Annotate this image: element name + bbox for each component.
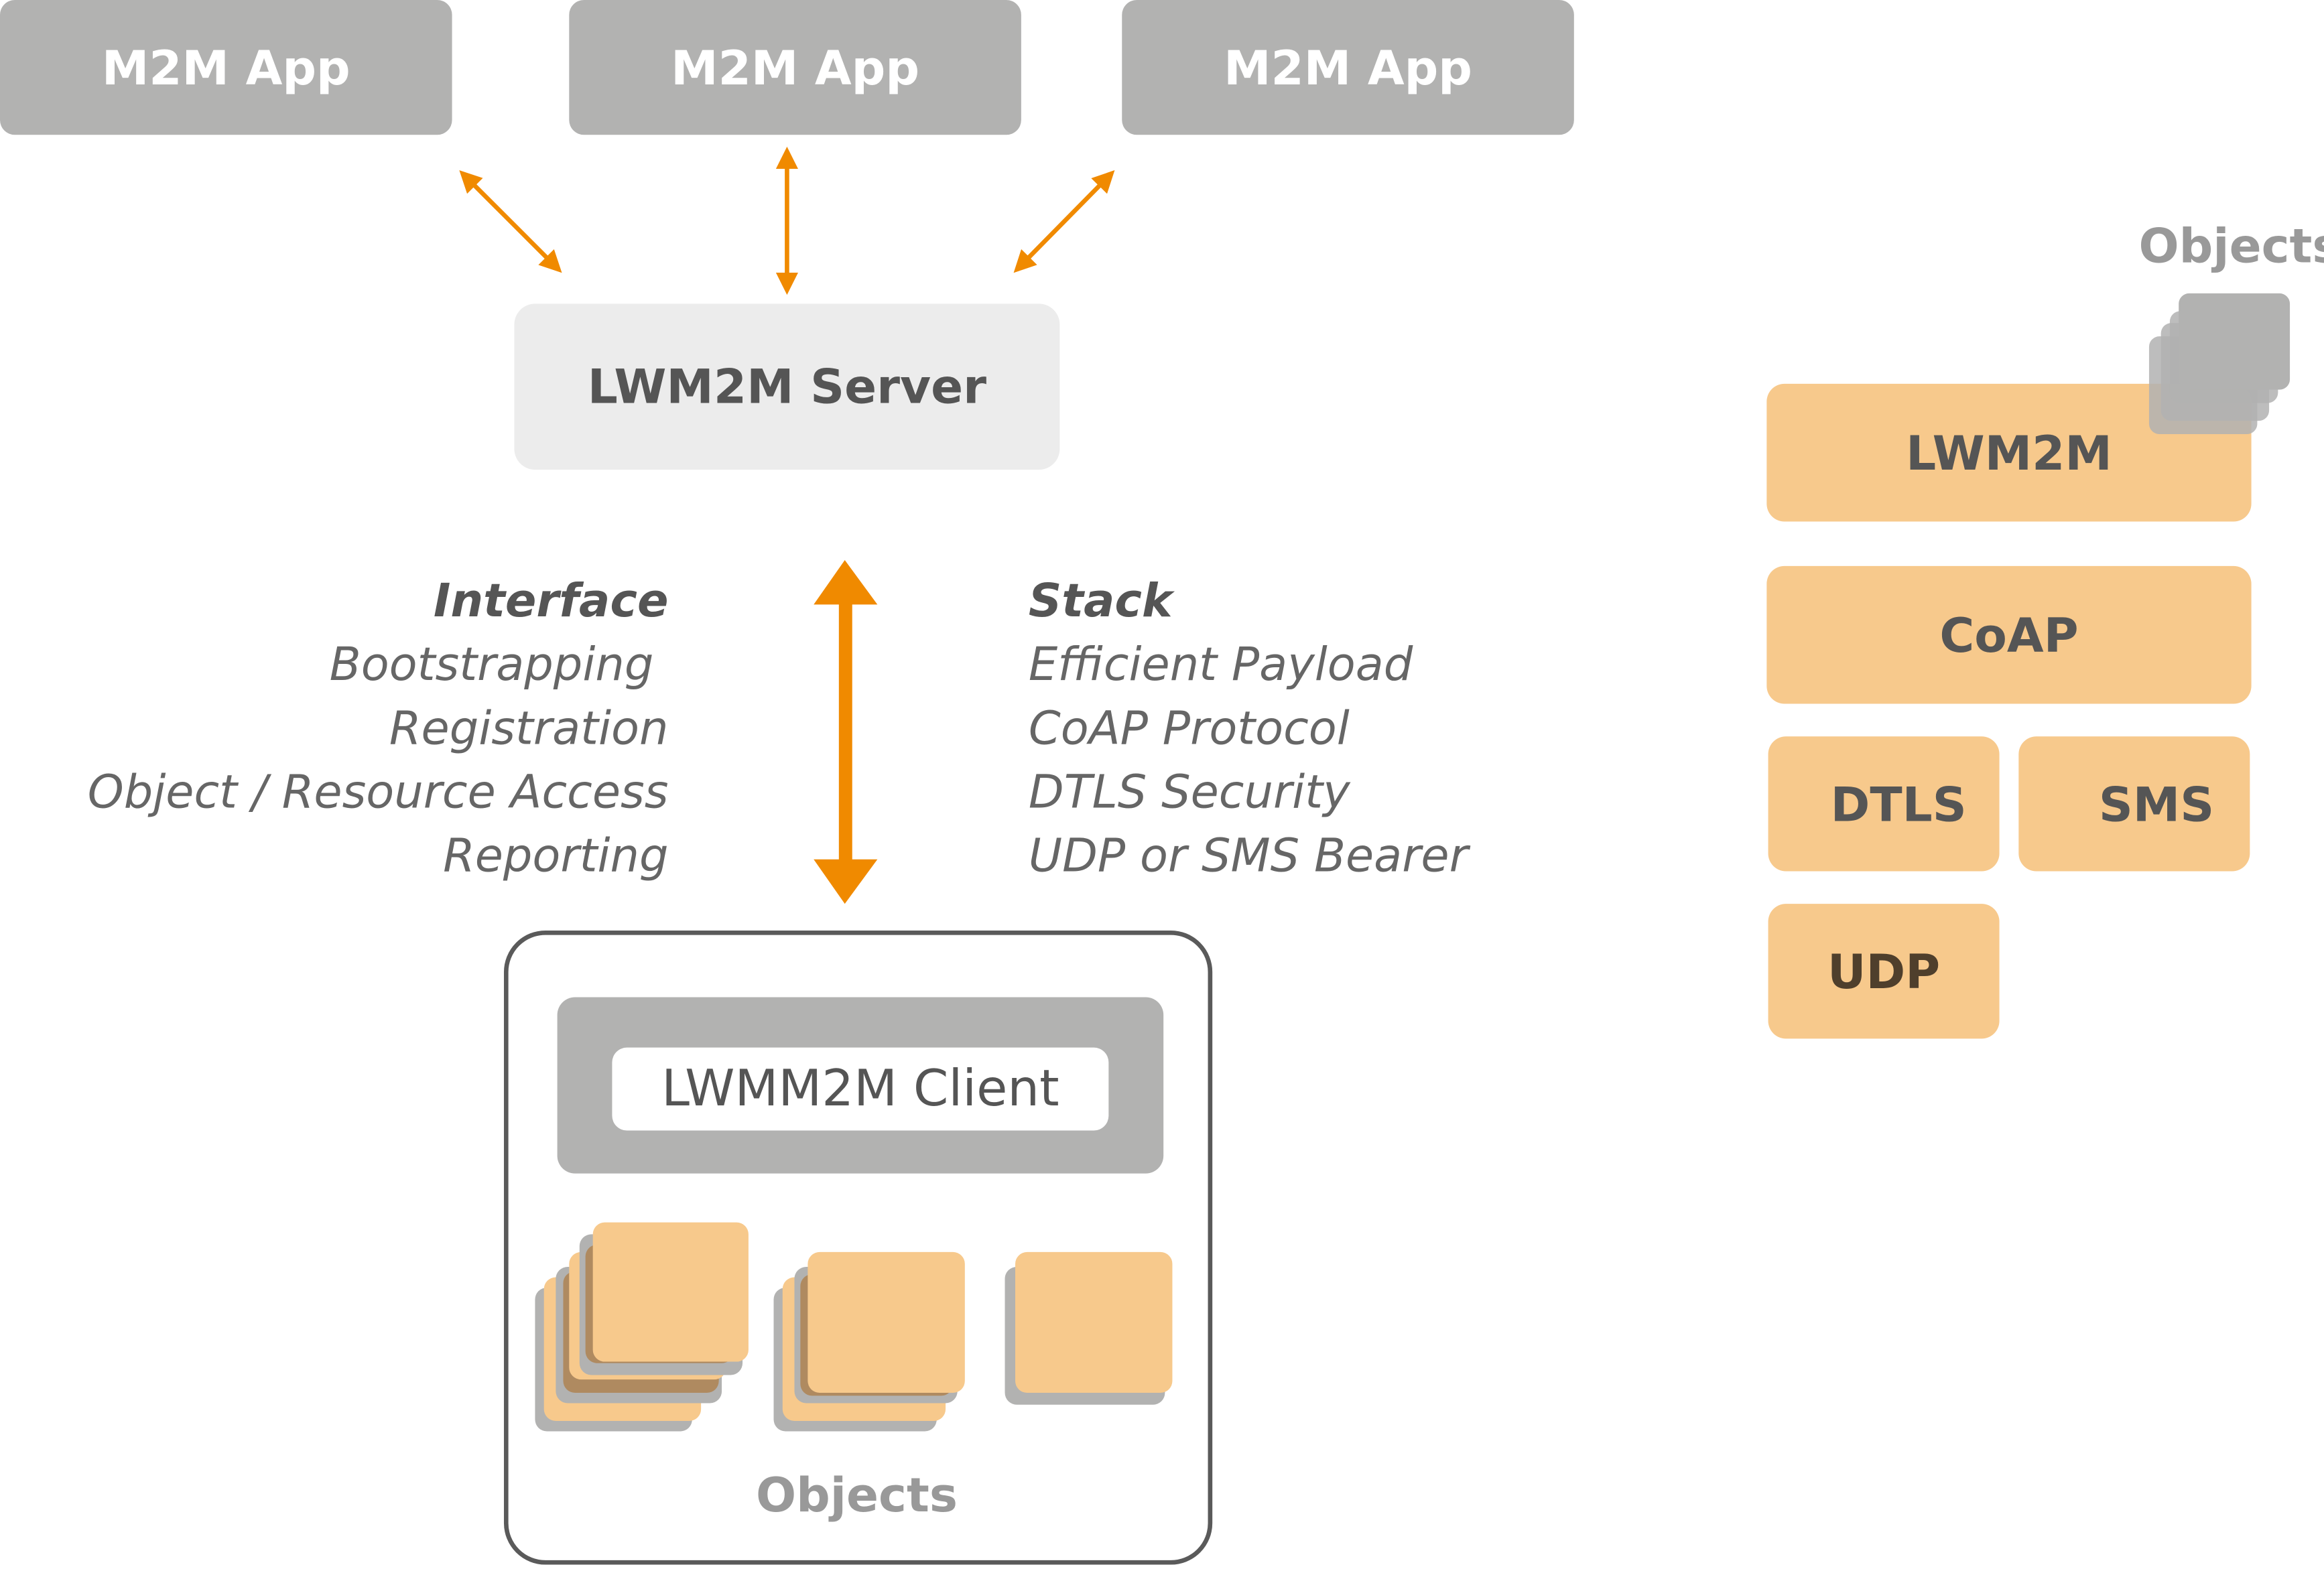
interface-heading: Interface	[433, 575, 669, 628]
arrow-app1-server	[459, 170, 562, 273]
stack-item: UDP or SMS Bearer	[1028, 829, 1468, 884]
arrow-app3-server	[1013, 170, 1115, 273]
layer-sms: SMS	[2018, 736, 2250, 872]
layer-label: CoAP	[1939, 606, 2079, 663]
lwm2m-client-device	[503, 930, 1213, 1565]
m2m-app-label: M2M App	[1224, 39, 1472, 96]
client-label: LWMM2M Client	[661, 1059, 1059, 1119]
m2m-app-2: M2M App	[569, 0, 1021, 135]
m2m-app-1: M2M App	[0, 0, 452, 135]
m2m-app-label: M2M App	[101, 39, 350, 96]
m2m-app-label: M2M App	[671, 39, 919, 96]
layer-label: SMS	[2098, 775, 2215, 832]
layer-udp: UDP	[1768, 904, 2000, 1039]
stack-list: Stack Efficient Payload CoAP Protocol DT…	[1029, 571, 1468, 890]
arrow-server-client	[814, 560, 878, 904]
interface-item: Object / Resource Access	[87, 766, 669, 820]
interface-item: Reporting	[443, 829, 669, 884]
stack-objects-label: Objects	[2138, 218, 2324, 275]
layer-dtls: DTLS	[1768, 736, 2000, 872]
stack-item: Efficient Payload	[1028, 638, 1413, 692]
stack-item: DTLS Security	[1028, 766, 1350, 820]
interface-list: Interface Bootstrapping Registration Obj…	[88, 571, 669, 890]
stack-heading: Stack	[1028, 575, 1173, 628]
layer-coap: CoAP	[1766, 565, 2252, 704]
server-label: LWM2M Server	[587, 358, 987, 415]
interface-item: Bootstrapping	[329, 638, 654, 692]
layer-label: LWM2M	[1906, 424, 2112, 481]
m2m-app-3: M2M App	[1122, 0, 1574, 135]
stack-item: CoAP Protocol	[1028, 702, 1350, 756]
layer-label: DTLS	[1830, 775, 1967, 832]
layer-label: UDP	[1827, 943, 1941, 1000]
interface-item: Registration	[389, 702, 669, 756]
lwm2m-server: LWM2M Server	[514, 303, 1060, 470]
client-objects-label: Objects	[755, 1466, 958, 1523]
client-label-box: LWMM2M Client	[612, 1047, 1109, 1131]
